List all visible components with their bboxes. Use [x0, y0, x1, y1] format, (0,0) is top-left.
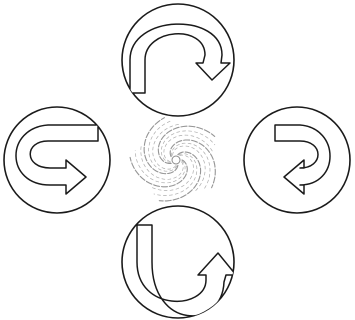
top-node — [122, 4, 234, 116]
spiral-arm — [141, 145, 183, 179]
bottom-node — [122, 206, 236, 318]
spiral-arm — [161, 131, 215, 163]
spiral-galaxy-icon — [130, 118, 215, 201]
spiral-arm — [130, 157, 187, 186]
spiral-arm — [154, 154, 197, 196]
spiral-core — [172, 156, 180, 164]
right-node-circle — [244, 107, 350, 213]
spiral-arm — [158, 126, 214, 163]
left-node — [4, 107, 110, 213]
right-node — [244, 107, 350, 213]
